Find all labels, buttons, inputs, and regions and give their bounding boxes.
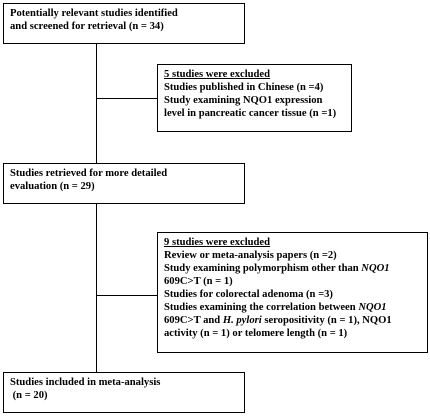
connector-branch-2 [96,295,158,296]
exclusion-title: 5 studies were excluded [164,69,271,80]
exclusion-line: Studies examining the correlation betwee… [164,301,421,314]
identified-studies-box: Potentially relevant studies identified … [3,3,245,44]
exclusion-line: Study examining NQO1 expression [164,95,323,106]
text-segment: Study examining polymorphism other than [164,263,362,274]
included-studies-box: Studies included in meta-analysis (n = 2… [3,372,245,413]
connector-main-2 [96,204,97,372]
exclusion-line: Studies for colorectal adenoma (n =3) [164,289,333,300]
gene-name: NQO1 [358,302,387,313]
box-text-line: Studies retrieved for more detailed [10,168,168,179]
box-text-line: Potentially relevant studies identified [10,8,178,19]
text-segment: 609C>T and [164,315,223,326]
text-segment: Studies examining the correlation betwee… [164,302,359,313]
box-text-line: Studies included in meta-analysis [10,377,161,388]
box-text-line: and screened for retrieval (n = 34) [10,21,164,32]
text-segment: seropositivity (n = 1), NQO1 [261,315,392,326]
species-name: H. pylori [222,315,262,326]
connector-main-1 [96,43,97,163]
exclusion-title: 9 studies were excluded [164,237,271,248]
exclusion-line: Review or meta-analysis papers (n =2) [164,250,337,261]
exclusion-line: level in pancreatic cancer tissue (n =1) [164,108,337,119]
exclusion-box-2: 9 studies were excluded Review or meta-a… [157,232,428,353]
box-text-line: evaluation (n = 29) [10,181,95,192]
gene-name: NQO1 [361,263,390,274]
exclusion-line: Study examining polymorphism other than … [164,262,421,275]
exclusion-line: 609C>T (n = 1) [164,276,233,287]
retrieved-studies-box: Studies retrieved for more detailed eval… [3,163,245,204]
exclusion-line: Studies published in Chinese (n =4) [164,82,324,93]
box-text-line: (n = 20) [10,390,48,401]
connector-branch-1 [96,98,158,99]
exclusion-line: 609C>T and H. pylori seropositivity (n =… [164,314,421,327]
exclusion-line: activity (n = 1) or telomere length (n =… [164,328,348,339]
exclusion-box-1: 5 studies were excluded Studies publishe… [157,64,352,132]
